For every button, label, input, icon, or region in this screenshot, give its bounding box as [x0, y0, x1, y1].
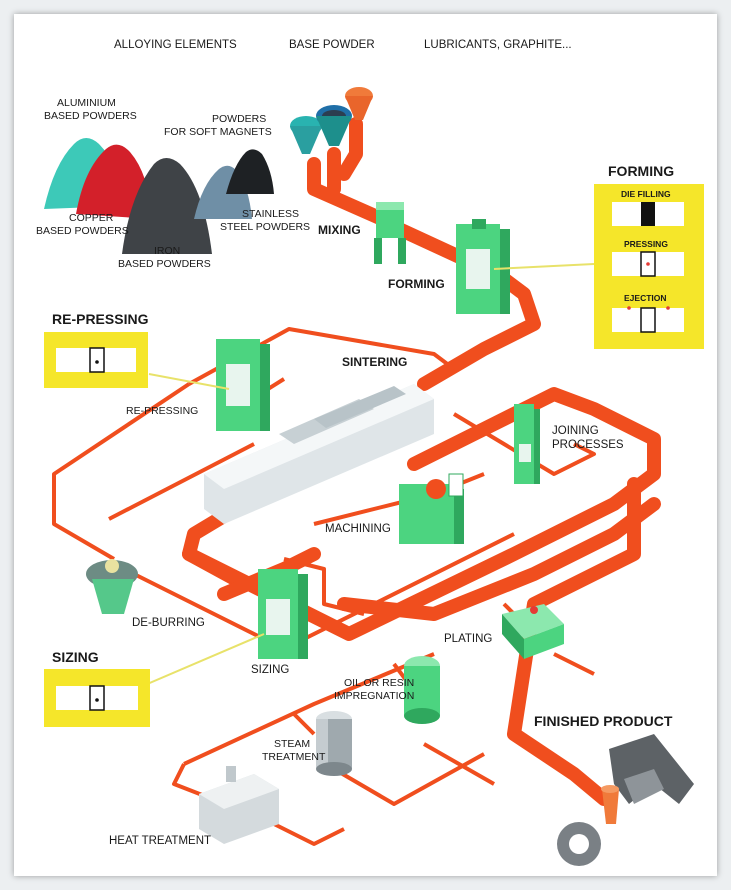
label-heat-treatment: HEAT TREATMENT	[109, 835, 211, 847]
label-joining-2: PROCESSES	[552, 439, 624, 451]
de-burring-machine	[86, 559, 138, 614]
label-soft-magnets-1: POWDERS	[212, 113, 266, 125]
iron-powder-pile	[122, 158, 212, 254]
powder-funnels	[290, 87, 373, 154]
diagram-frame: ALLOYING ELEMENTS BASE POWDER LUBRICANTS…	[14, 14, 717, 876]
label-iron-1: IRON	[154, 245, 180, 257]
copper-powder-pile	[76, 144, 152, 219]
label-mixing: MIXING	[318, 223, 361, 237]
label-stainless-2: STEEL POWDERS	[220, 221, 310, 233]
plating-tank	[502, 604, 564, 659]
label-aluminium-2: BASED POWDERS	[44, 110, 137, 122]
label-sintering: SINTERING	[342, 355, 407, 369]
steam-treatment-vessel	[316, 711, 352, 776]
re-pressing-callout-title: RE-PRESSING	[52, 311, 149, 327]
label-ejection: EJECTION	[624, 293, 667, 303]
text-labels: ALLOYING ELEMENTS BASE POWDER LUBRICANTS…	[36, 39, 674, 847]
mixing-machine	[374, 202, 406, 264]
label-aluminium-1: ALUMINIUM	[57, 97, 116, 109]
label-die-filling: DIE FILLING	[621, 189, 671, 199]
label-oil-resin-1: OIL OR RESIN	[344, 677, 414, 689]
sintering-furnace	[204, 384, 434, 524]
sizing-callout-title: SIZING	[52, 649, 99, 665]
label-de-burring: DE-BURRING	[132, 617, 205, 629]
finished-products	[557, 734, 694, 866]
joining-machine	[514, 404, 540, 484]
label-lubricants: LUBRICANTS, GRAPHITE...	[424, 39, 572, 51]
label-forming: FORMING	[388, 277, 445, 291]
label-machining: MACHINING	[325, 523, 391, 535]
label-copper-2: BASED POWDERS	[36, 225, 129, 237]
heat-treatment-furnace	[199, 766, 279, 844]
label-joining-1: JOINING	[552, 425, 599, 437]
label-sizing: SIZING	[251, 664, 289, 676]
label-stainless-1: STAINLESS	[242, 208, 299, 220]
forming-press	[456, 219, 510, 314]
powder-metallurgy-process-diagram: ALLOYING ELEMENTS BASE POWDER LUBRICANTS…	[36, 39, 704, 866]
label-base-powder: BASE POWDER	[289, 39, 375, 51]
label-plating: PLATING	[444, 633, 492, 645]
label-copper-1: COPPER	[69, 212, 114, 224]
label-steam-2: TREATMENT	[262, 751, 326, 763]
impregnation-vessel	[404, 656, 440, 724]
label-re-pressing: RE-PRESSING	[126, 405, 198, 417]
forming-callout	[594, 184, 704, 349]
machining-center	[399, 473, 464, 544]
label-oil-resin-2: IMPREGNATION	[334, 690, 414, 702]
label-iron-2: BASED POWDERS	[118, 258, 211, 270]
re-pressing-press	[216, 339, 270, 431]
label-finished-product: FINISHED PRODUCT	[534, 713, 673, 729]
re-pressing-callout	[44, 332, 148, 388]
soft-magnet-powder-pile	[226, 149, 274, 194]
forming-callout-title: FORMING	[608, 163, 674, 179]
sizing-press	[258, 569, 308, 659]
label-soft-magnets-2: FOR SOFT MAGNETS	[164, 126, 272, 138]
sizing-callout	[44, 669, 150, 727]
label-steam-1: STEAM	[274, 738, 310, 750]
label-alloying: ALLOYING ELEMENTS	[114, 39, 237, 51]
label-pressing: PRESSING	[624, 239, 668, 249]
powder-piles	[44, 138, 274, 254]
